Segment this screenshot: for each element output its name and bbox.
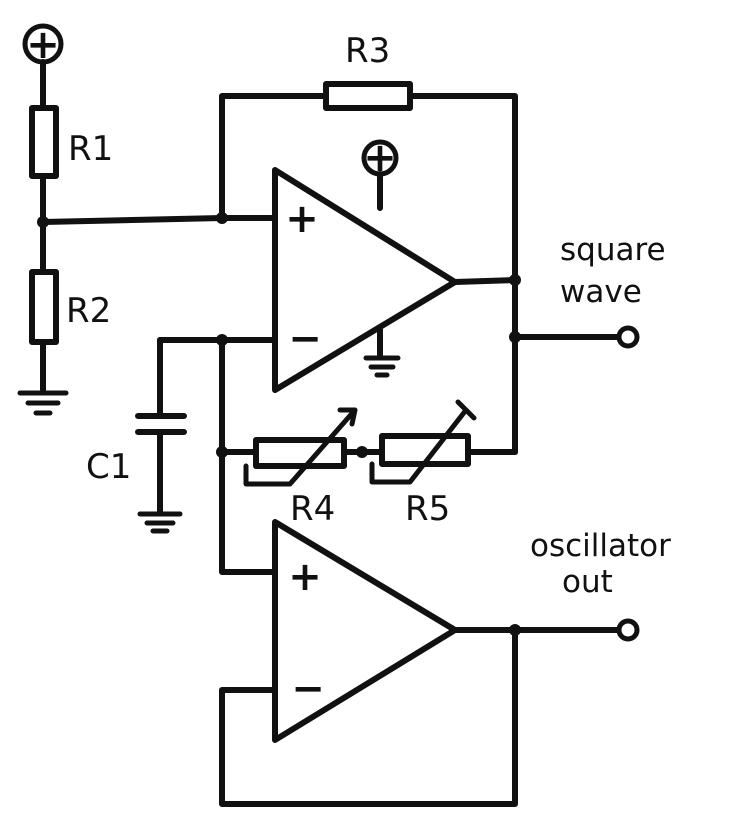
ground-symbol-c1 [137,511,183,534]
opamp-lower-minus: − [291,666,325,712]
opamp-lower [272,519,458,743]
ground-symbol-opamp [363,355,401,378]
wire-upper-output [452,277,518,285]
opamp-upper-plus: + [285,196,319,242]
label-r1: R1 [68,129,113,169]
label-r2: R2 [66,291,111,331]
wire-minus-to-lower-plus [219,337,278,575]
wire-lower-feedback [219,627,518,807]
label-r5: R5 [405,489,450,529]
label-out: out [562,564,613,600]
junction-r4-r5 [356,446,368,458]
label-c1: C1 [86,447,131,487]
terminal-square-wave [616,325,640,349]
variable-resistor-r4 [243,407,358,487]
opamp-upper [272,167,458,393]
label-wave: wave [560,274,642,310]
label-oscillator: oscillator [530,528,671,564]
ground-symbol-left [17,390,69,416]
label-r3: R3 [345,31,390,71]
wire-divider-to-plus [40,215,225,225]
resistor-r2 [29,269,59,345]
wire-r3-left [219,93,329,221]
resistor-r3 [323,81,413,111]
label-r4: R4 [290,489,335,529]
resistor-r1 [29,105,59,179]
wire-r3-right [407,93,518,283]
opamp-lower-plus: + [288,554,322,600]
variable-resistor-r5 [369,399,477,485]
label-square: square [560,232,666,268]
terminal-oscillator-out [616,618,640,642]
opamp-upper-minus: − [288,316,322,362]
junction-divider [37,216,49,228]
